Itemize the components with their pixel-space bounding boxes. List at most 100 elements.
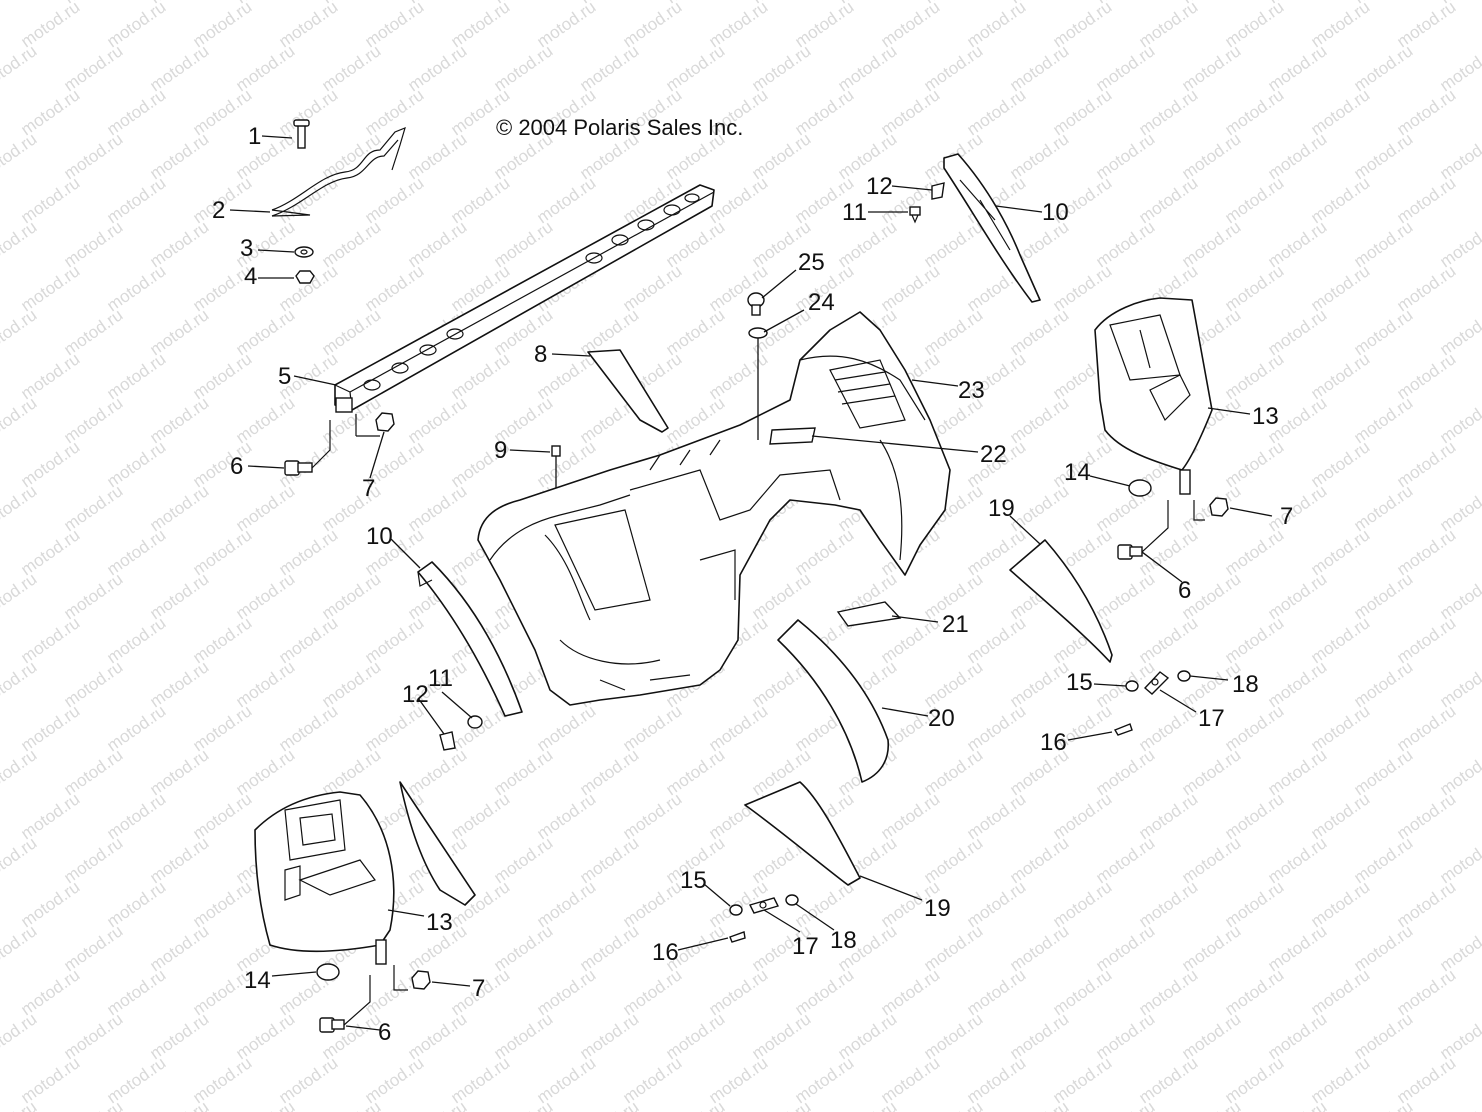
part-clip-12b[interactable] [439, 731, 456, 751]
part-plate-17a[interactable] [1143, 671, 1170, 695]
callout-17-right: 17 [1198, 705, 1225, 732]
part-decal-21[interactable] [836, 601, 902, 627]
callout-7-upper-left: 7 [362, 475, 375, 502]
callout-16-lower: 16 [652, 939, 679, 966]
part-mudguard-13b[interactable] [254, 791, 395, 965]
watermark-text: motod.ru [1436, 745, 1482, 799]
callout-11-lower: 11 [428, 665, 453, 692]
callout-21: 21 [942, 611, 969, 638]
watermark-text: motod.ru [0, 569, 40, 623]
watermark-text: motod.ru [0, 481, 40, 535]
watermark-text: motod.ru [490, 1097, 556, 1112]
watermark-text: motod.ru [0, 41, 40, 95]
watermark-text: motod.ru [0, 393, 40, 447]
callout-14-left: 14 [244, 967, 271, 994]
part-screw-16a[interactable] [1113, 723, 1133, 736]
part-guard-10a[interactable] [417, 561, 523, 717]
watermark-text: motod.ru [1436, 481, 1482, 535]
callout-4: 4 [244, 263, 257, 290]
part-washer-3[interactable] [294, 246, 314, 258]
callout-2: 2 [212, 197, 225, 224]
part-nut-4[interactable] [295, 270, 315, 284]
part-plate-17b[interactable] [748, 897, 780, 914]
part-clip-12a[interactable] [931, 182, 945, 200]
watermark-text: motod.ru [1436, 217, 1482, 271]
part-flap-19b[interactable] [744, 781, 861, 886]
watermark-text: motod.ru [1436, 657, 1482, 711]
part-bolt-1[interactable] [293, 119, 310, 149]
watermark-text: motod.ru [0, 1009, 40, 1063]
part-nut-7b[interactable] [1193, 497, 1229, 521]
callout-22: 22 [980, 441, 1007, 468]
callout-1: 1 [248, 123, 261, 150]
part-flap-19a[interactable] [1009, 539, 1113, 663]
part-rod-2[interactable] [271, 126, 406, 217]
callout-16-right: 16 [1040, 729, 1067, 756]
watermark-text: motod.ru [1092, 1097, 1158, 1112]
part-screw-16b[interactable] [729, 931, 746, 943]
part-rivet-18a[interactable] [1177, 670, 1191, 682]
watermark-text: motod.ru [146, 1097, 212, 1112]
callout-5: 5 [278, 363, 291, 390]
watermark-text: motod.ru [318, 1097, 384, 1112]
watermark-text: motod.ru [60, 1097, 126, 1112]
watermark-text: motod.ru [0, 921, 40, 975]
part-strip-10b[interactable] [943, 153, 1041, 303]
callout-13-right: 13 [1252, 403, 1279, 430]
watermark-text: motod.ru [1436, 129, 1482, 183]
callout-11-upper: 11 [842, 199, 867, 226]
watermark-text: motod.ru [0, 129, 40, 183]
watermark-text: motod.ru [576, 1097, 642, 1112]
part-panel-20[interactable] [777, 619, 889, 783]
part-bolt-6a[interactable] [284, 420, 331, 476]
leader-lines [229, 135, 1273, 1031]
part-nut-7a[interactable] [375, 412, 395, 432]
part-mudguard-13a[interactable] [1094, 297, 1213, 495]
part-screw-11a[interactable] [909, 206, 921, 224]
watermark-text: motod.ru [0, 657, 40, 711]
callout-20: 20 [928, 705, 955, 732]
part-crossbar-5[interactable] [334, 184, 715, 437]
part-rear-cab-body[interactable] [477, 311, 951, 706]
callout-3: 3 [240, 235, 253, 262]
watermark-text: motod.ru [0, 0, 40, 7]
part-decal-22[interactable] [769, 427, 816, 445]
part-cap-14a[interactable] [1128, 479, 1152, 497]
copyright-text: © 2004 Polaris Sales Inc. [496, 115, 743, 140]
callout-17-lower: 17 [792, 933, 819, 960]
part-washer-24[interactable] [748, 327, 768, 440]
part-decal-8[interactable] [587, 349, 669, 433]
callout-15-lower: 15 [680, 867, 707, 894]
part-screw-11b[interactable] [467, 715, 483, 729]
part-nut-7c[interactable] [393, 965, 431, 991]
watermark-text: motod.ru [1264, 1097, 1330, 1112]
watermark-text: motod.ru [1436, 305, 1482, 359]
part-bolt-6b[interactable] [1117, 500, 1169, 560]
watermark-text: motod.ru [1436, 1009, 1482, 1063]
callout-6-lower-left: 6 [378, 1019, 391, 1046]
callout-10-left: 10 [366, 523, 393, 550]
watermark-text: motod.ru [1436, 833, 1482, 887]
watermark-text: motod.ru [1436, 921, 1482, 975]
watermark-text: motod.ru [0, 217, 40, 271]
callout-25: 25 [798, 249, 825, 276]
callout-23: 23 [958, 377, 985, 404]
part-nut-15b[interactable] [729, 904, 743, 916]
watermark-text: motod.ru [1436, 1097, 1482, 1112]
watermark-text: motod.ru [0, 305, 40, 359]
part-bolt-6c[interactable] [319, 975, 371, 1033]
callout-19-lower: 19 [924, 895, 951, 922]
watermark-text: motod.ru [404, 1097, 470, 1112]
callout-14-right: 14 [1064, 459, 1091, 486]
part-rivet-18b[interactable] [785, 894, 799, 906]
callout-labels: 1 2 3 4 5 6 7 8 9 10 10 11 11 12 12 13 1… [212, 123, 1293, 1046]
watermark-text: motod.ru [0, 833, 40, 887]
part-rivet-25[interactable] [747, 292, 765, 316]
part-cap-14b[interactable] [316, 963, 340, 981]
watermark-text: motod.ru [232, 1097, 298, 1112]
part-nut-15a[interactable] [1125, 680, 1139, 692]
part-flap-13c[interactable] [399, 781, 476, 906]
callout-19-right: 19 [988, 495, 1015, 522]
callout-6-right: 6 [1178, 577, 1191, 604]
